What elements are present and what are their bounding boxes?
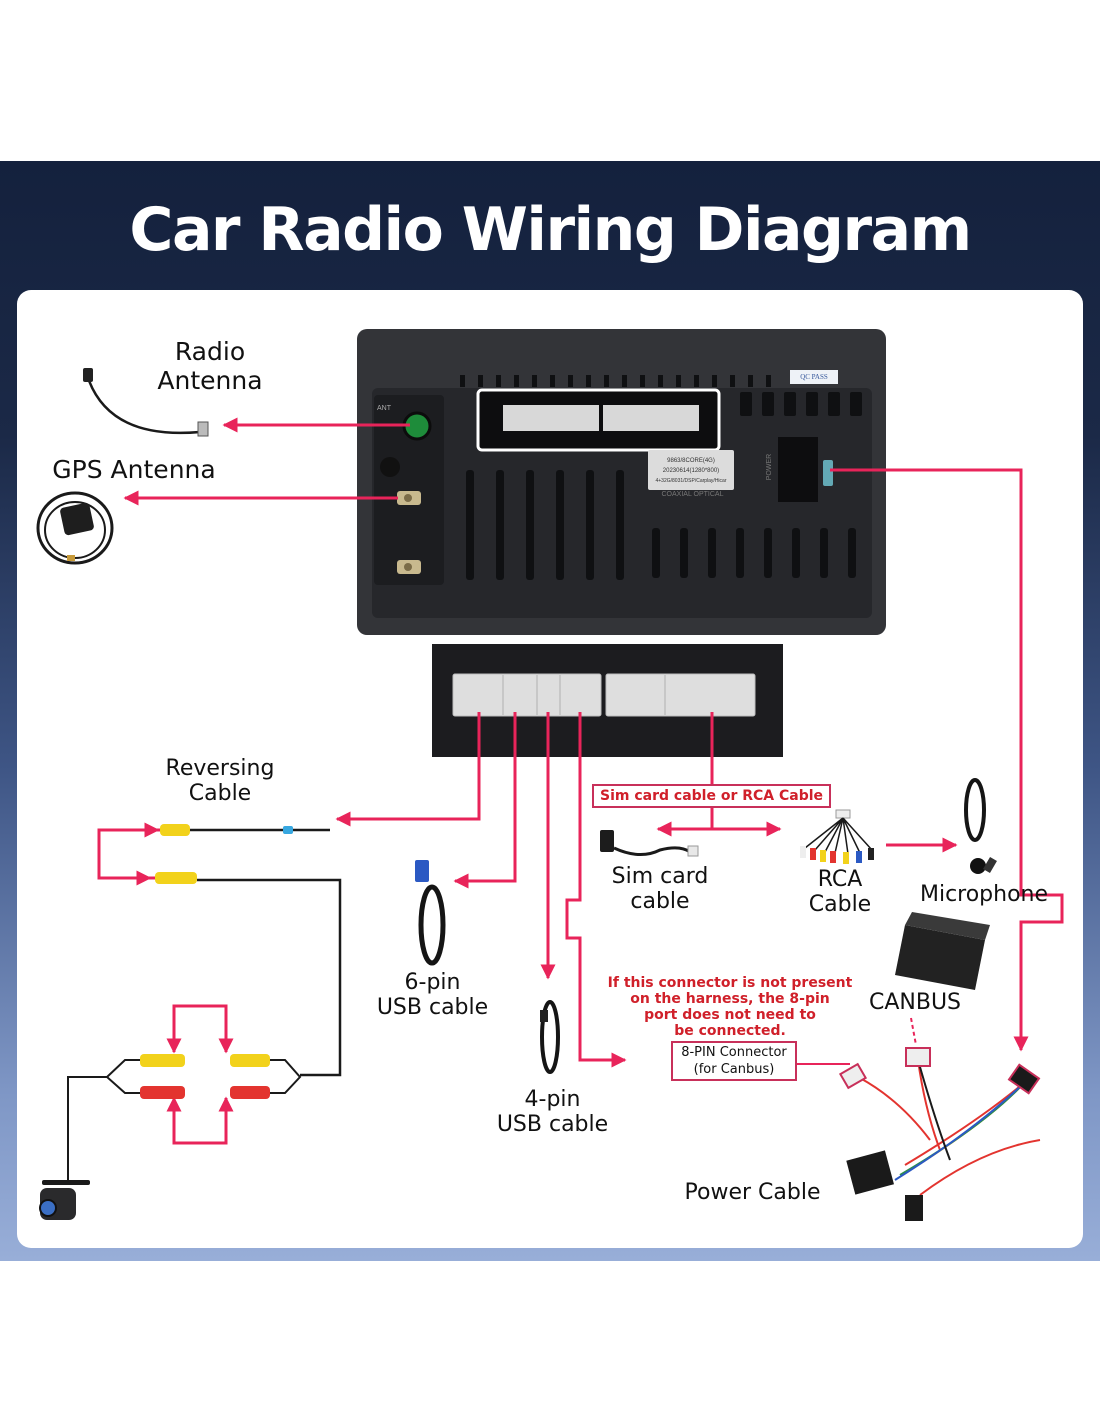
usb6-arrow (453, 712, 517, 889)
canbus-8pin-arrow (565, 712, 627, 1068)
power-harness-icon (838, 1047, 1041, 1221)
canbus-note: If this connector is not present on the … (607, 975, 853, 1039)
power-arrow (830, 468, 1064, 1052)
wifi-antenna-knob (380, 457, 400, 477)
canbus-box-icon (895, 912, 990, 990)
connection-lines (97, 417, 1064, 1145)
red-connect-loop (172, 1098, 228, 1145)
spec-line-1: 9863/8CORE(4G) (667, 458, 715, 464)
spec-line-3: 4+32G/8031/DSP/Carplay/Hicar (655, 478, 727, 484)
connector-closeup (432, 644, 783, 757)
rca-cable-icon (800, 809, 874, 864)
radio-antenna-cable-icon (83, 368, 209, 437)
reversing-cable-label: Reversing Cable (165, 756, 275, 807)
spec-sticker (648, 450, 734, 490)
sim-or-rca-callout: Sim card cable or RCA Cable (592, 784, 832, 808)
closeup-connector-right (605, 673, 756, 717)
rca-plugs-icon (67, 1054, 302, 1180)
qc-label: QC PASS (800, 373, 828, 381)
power-label: POWER (766, 453, 773, 481)
radio-antenna-label: Radio Antenna (157, 337, 263, 395)
canbus-label: CANBUS (868, 990, 962, 1015)
gps-antenna-icon (36, 491, 114, 565)
qc-sticker (790, 370, 838, 384)
rear-camera-icon (39, 1180, 90, 1220)
port-connector-left (503, 405, 599, 431)
ant-label: ANT (377, 405, 391, 412)
sim-card-label: Sim card cable (611, 864, 709, 915)
reversing-cable-icon (155, 824, 342, 1077)
canbus-leader (910, 1017, 917, 1046)
vent-slots (460, 375, 862, 580)
coaxial-label: COAXIAL OPTICAL (661, 491, 724, 498)
antenna-panel (374, 395, 444, 585)
usb-4pin-cable-icon (540, 1000, 560, 1074)
pin8-line-2: (for Canbus) (693, 1062, 775, 1077)
fuse (823, 460, 833, 486)
sim-card-cable-icon (600, 830, 699, 857)
closeup-connector-left (452, 673, 602, 717)
port-connector-right (603, 405, 699, 431)
usb6-label: 6-pin USB cable (376, 970, 489, 1021)
page-title: Car Radio Wiring Diagram (129, 195, 972, 265)
pin8-connector-callout: 8-PIN Connector (for Canbus) (671, 1041, 797, 1081)
reversing-loop (97, 828, 160, 880)
gps-antenna-label: GPS Antenna (52, 455, 216, 484)
spec-line-2: 20230614(1280*800) (662, 468, 720, 474)
pin8-line-1: 8-PIN Connector (681, 1045, 787, 1060)
rca-label: RCA Cable (808, 867, 872, 918)
power-cable-label: Power Cable (684, 1180, 821, 1205)
reversing-arrow (335, 712, 481, 827)
yellow-connect-loop (172, 1004, 228, 1050)
microphone-label: Microphone (919, 882, 1049, 907)
usb-6pin-cable-icon (415, 860, 446, 966)
microphone-icon (964, 778, 997, 874)
head-unit (357, 329, 886, 635)
usb4-label: 4-pin USB cable (496, 1087, 609, 1138)
power-port (778, 437, 818, 502)
